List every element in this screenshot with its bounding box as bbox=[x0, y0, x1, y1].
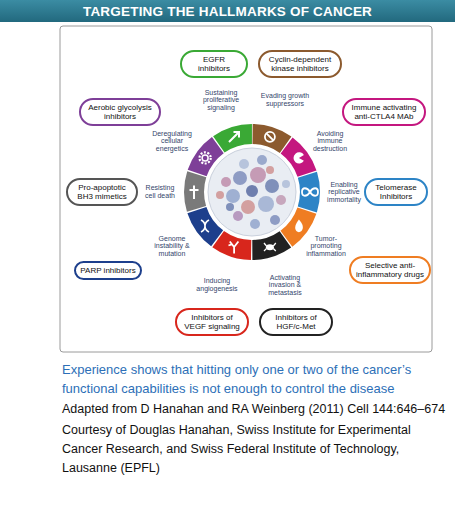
cell bbox=[239, 159, 249, 169]
drug-box: Aerobic glycolysis inhibitors bbox=[79, 98, 161, 126]
cell bbox=[221, 177, 231, 187]
hallmark-label: Tumor-promoting inflammation bbox=[303, 235, 349, 258]
drug-box: Cyclin-dependent kinase inhibitors bbox=[258, 50, 342, 78]
cell bbox=[282, 180, 290, 188]
hallmark-segment bbox=[194, 134, 310, 250]
stop-icon bbox=[266, 133, 273, 140]
drug-label: Inhibitors of VEGF signaling bbox=[181, 313, 243, 331]
cell bbox=[250, 167, 266, 183]
hallmark-label: Activating invasion & metastasis bbox=[260, 274, 310, 297]
cell bbox=[250, 219, 260, 229]
hallmark-segment bbox=[194, 134, 310, 250]
drug-label: PARP inhibitors bbox=[80, 266, 136, 275]
hallmark-segment bbox=[194, 134, 310, 250]
drug-label: Aerobic glycolysis inhibitors bbox=[85, 103, 155, 121]
drug-label: Telomerase Inhibitors bbox=[370, 183, 422, 201]
arrow-icon bbox=[229, 132, 239, 142]
hallmark-label: Evading growth suppressors bbox=[259, 92, 311, 108]
drug-label: Selective anti-inflammatory drugs bbox=[355, 261, 425, 279]
hallmark-label: Enabling replicative immortality bbox=[322, 181, 366, 204]
caption-text: Experience shows that hitting only one o… bbox=[62, 360, 447, 398]
gear-icon bbox=[202, 155, 208, 161]
vessel-icon bbox=[229, 242, 239, 254]
credit-text: Courtesy of Douglas Hanahan, Swiss Insti… bbox=[62, 421, 447, 478]
crab-icon bbox=[266, 244, 274, 250]
gear-icon bbox=[200, 152, 211, 163]
drug-box: Inhibitors of VEGF signaling bbox=[175, 308, 249, 336]
hallmark-segment bbox=[194, 134, 310, 250]
drug-box: Selective anti-inflammatory drugs bbox=[349, 256, 431, 284]
hallmark-label: Deregulating cellular energetics bbox=[145, 130, 199, 153]
hallmark-label: Inducing angiogenesis bbox=[192, 277, 242, 293]
cell bbox=[246, 185, 258, 197]
cell bbox=[270, 215, 280, 225]
hallmark-label: Genome instability & mutation bbox=[147, 235, 197, 258]
cell bbox=[258, 196, 274, 212]
title-banner: TARGETING THE HALLMARKS OF CANCER bbox=[0, 0, 455, 22]
drug-label: Immune activating anti-CTLA4 MAb bbox=[348, 103, 420, 121]
drug-box: EGFR inhibitors bbox=[180, 50, 248, 78]
hallmark-segment bbox=[194, 134, 310, 250]
credit-text: Adapted from D Hanahan and RA Weinberg (… bbox=[62, 400, 447, 419]
drug-box: Immune activating anti-CTLA4 MAb bbox=[342, 98, 426, 126]
flame-icon bbox=[295, 220, 303, 233]
drug-label: Cyclin-dependent kinase inhibitors bbox=[264, 55, 336, 73]
hallmark-label: Sustaining proliferative signaling bbox=[193, 89, 249, 112]
drug-label: Pro-apoptotic BH3 mimetics bbox=[72, 183, 132, 201]
cell bbox=[216, 191, 224, 199]
hallmark-label: Avoiding immune destruction bbox=[305, 130, 355, 153]
immune-icon bbox=[294, 152, 304, 163]
cell bbox=[226, 203, 234, 211]
cell bbox=[233, 211, 243, 221]
stop-icon bbox=[265, 132, 275, 142]
drug-box: Inhibitors of HGF/c-Met bbox=[259, 308, 333, 336]
infinity-icon bbox=[302, 188, 318, 196]
cell-cluster bbox=[208, 148, 296, 236]
hallmark-segment bbox=[194, 134, 310, 250]
cross-icon bbox=[190, 186, 199, 200]
drug-box: Pro-apoptotic BH3 mimetics bbox=[66, 178, 138, 206]
drug-box: PARP inhibitors bbox=[74, 261, 142, 280]
hallmark-segment bbox=[194, 134, 310, 250]
crab-icon bbox=[264, 243, 276, 251]
dna-icon bbox=[201, 220, 209, 232]
cell bbox=[233, 171, 247, 185]
cell bbox=[266, 166, 274, 174]
cell bbox=[226, 189, 240, 203]
hallmark-segment bbox=[194, 134, 310, 250]
hallmark-segment bbox=[194, 134, 310, 250]
cell bbox=[276, 195, 286, 205]
drug-box: Telomerase Inhibitors bbox=[364, 178, 428, 206]
frame-border bbox=[60, 26, 432, 352]
cell bbox=[241, 200, 255, 214]
hallmark-label: Resisting cell death bbox=[140, 184, 180, 200]
cell bbox=[265, 179, 279, 193]
hallmark-segment bbox=[194, 134, 310, 250]
cell bbox=[257, 155, 267, 165]
drug-label: EGFR inhibitors bbox=[186, 55, 242, 73]
drug-label: Inhibitors of HGF/c-Met bbox=[265, 313, 327, 331]
